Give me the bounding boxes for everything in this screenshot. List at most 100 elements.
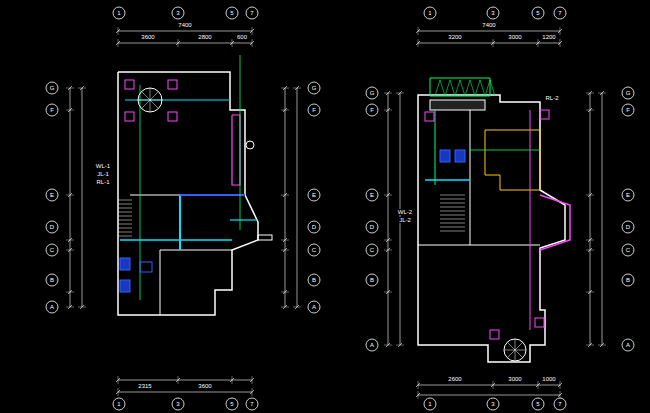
dimension-line bbox=[418, 395, 560, 396]
extension-line bbox=[66, 195, 74, 196]
stair-tread bbox=[118, 224, 132, 225]
stair-tread bbox=[440, 211, 465, 212]
extension-line bbox=[396, 93, 404, 94]
stair-tread bbox=[118, 220, 132, 221]
water-pipe bbox=[230, 219, 258, 220]
grid-bubble bbox=[487, 398, 499, 410]
grid-axis-label: 1 bbox=[427, 401, 432, 407]
round-feature-spoke bbox=[515, 350, 516, 361]
extension-line bbox=[384, 93, 392, 94]
stair-tread bbox=[118, 228, 132, 229]
extension-line bbox=[418, 27, 419, 35]
grid-axis-label: 7 bbox=[249, 10, 254, 16]
grid-axis-label: D bbox=[49, 224, 55, 230]
extension-line bbox=[598, 93, 606, 94]
water-pipe bbox=[425, 179, 470, 181]
grid-axis-label: C bbox=[369, 247, 375, 253]
stair-tread bbox=[440, 223, 465, 224]
round-feature-spoke bbox=[150, 100, 151, 112]
extension-line bbox=[66, 110, 74, 111]
grid-axis-label: 5 bbox=[535, 10, 540, 16]
dimension-line bbox=[82, 88, 83, 307]
column-symbol bbox=[168, 80, 177, 89]
extension-line bbox=[586, 195, 594, 196]
extension-line bbox=[560, 27, 561, 35]
water-pipe bbox=[180, 194, 245, 196]
grid-bubble bbox=[308, 274, 320, 286]
grid-axis-label: G bbox=[625, 90, 632, 96]
grid-bubble bbox=[366, 244, 378, 256]
step-symbol bbox=[258, 235, 272, 240]
grid-bubble bbox=[532, 7, 544, 19]
interior-wall bbox=[160, 250, 161, 315]
stair-tread bbox=[440, 203, 465, 204]
roof-hatch bbox=[475, 80, 485, 96]
grid-bubble bbox=[308, 221, 320, 233]
extension-line bbox=[396, 345, 404, 346]
interior-wall bbox=[160, 250, 232, 251]
column-symbol bbox=[540, 110, 549, 119]
grid-bubble bbox=[172, 7, 184, 19]
grid-bubble bbox=[46, 221, 58, 233]
dimension-text: WL-1 bbox=[95, 163, 111, 169]
dimension-text: 7400 bbox=[481, 22, 496, 28]
grid-axis-label: 7 bbox=[557, 401, 562, 407]
grid-axis-label: B bbox=[625, 277, 631, 283]
stair-tread bbox=[440, 219, 465, 220]
column-symbol bbox=[125, 80, 134, 89]
extension-line bbox=[118, 39, 119, 47]
grid-axis-label: G bbox=[369, 90, 376, 96]
grid-axis-label: F bbox=[49, 107, 55, 113]
round-feature-spoke bbox=[515, 350, 526, 351]
plumbing-fixture bbox=[440, 150, 450, 162]
dimension-text: 600 bbox=[236, 34, 248, 40]
grid-bubble bbox=[226, 7, 238, 19]
dimension-line bbox=[285, 88, 286, 307]
grid-bubble bbox=[424, 7, 436, 19]
dimension-text: 3000 bbox=[507, 376, 522, 382]
dimension-line bbox=[590, 93, 591, 345]
roof-outline bbox=[430, 78, 490, 96]
extension-line bbox=[281, 240, 289, 241]
water-pipe bbox=[120, 239, 232, 241]
grid-axis-label: C bbox=[49, 247, 55, 253]
grid-bubble bbox=[622, 221, 634, 233]
extension-line bbox=[178, 376, 179, 384]
grid-axis-label: F bbox=[311, 107, 317, 113]
roof-hatch bbox=[435, 80, 445, 96]
extension-line bbox=[586, 292, 594, 293]
stair-tread bbox=[440, 207, 465, 208]
extension-line bbox=[281, 88, 289, 89]
extension-line bbox=[493, 381, 494, 389]
dimension-line bbox=[70, 88, 71, 307]
plumbing-fixture bbox=[120, 280, 130, 292]
round-feature-spoke bbox=[515, 339, 516, 350]
round-feature-spoke bbox=[515, 342, 523, 350]
stair-tread bbox=[118, 208, 132, 209]
grid-bubble bbox=[46, 82, 58, 94]
grid-bubble bbox=[366, 189, 378, 201]
grid-axis-label: 1 bbox=[116, 401, 121, 407]
window-wall bbox=[232, 115, 240, 185]
grid-bubble bbox=[366, 104, 378, 116]
roof-hatch bbox=[485, 80, 495, 96]
grid-axis-label: D bbox=[311, 224, 317, 230]
grid-axis-label: G bbox=[49, 85, 56, 91]
dimension-text: 2600 bbox=[447, 376, 462, 382]
round-feature-spoke bbox=[504, 350, 515, 351]
grid-bubble bbox=[46, 301, 58, 313]
dimension-text: 1200 bbox=[541, 34, 556, 40]
extension-line bbox=[384, 240, 392, 241]
balcony-slab bbox=[430, 100, 485, 110]
extension-line bbox=[560, 381, 561, 389]
column-symbol bbox=[125, 112, 134, 121]
extension-line bbox=[586, 345, 594, 346]
grid-bubble bbox=[308, 244, 320, 256]
stair-tread bbox=[440, 215, 465, 216]
grid-axis-label: E bbox=[311, 192, 317, 198]
grid-axis-label: 5 bbox=[535, 401, 540, 407]
column-symbol bbox=[168, 112, 177, 121]
dimension-line bbox=[388, 93, 389, 345]
grid-axis-label: B bbox=[49, 277, 55, 283]
